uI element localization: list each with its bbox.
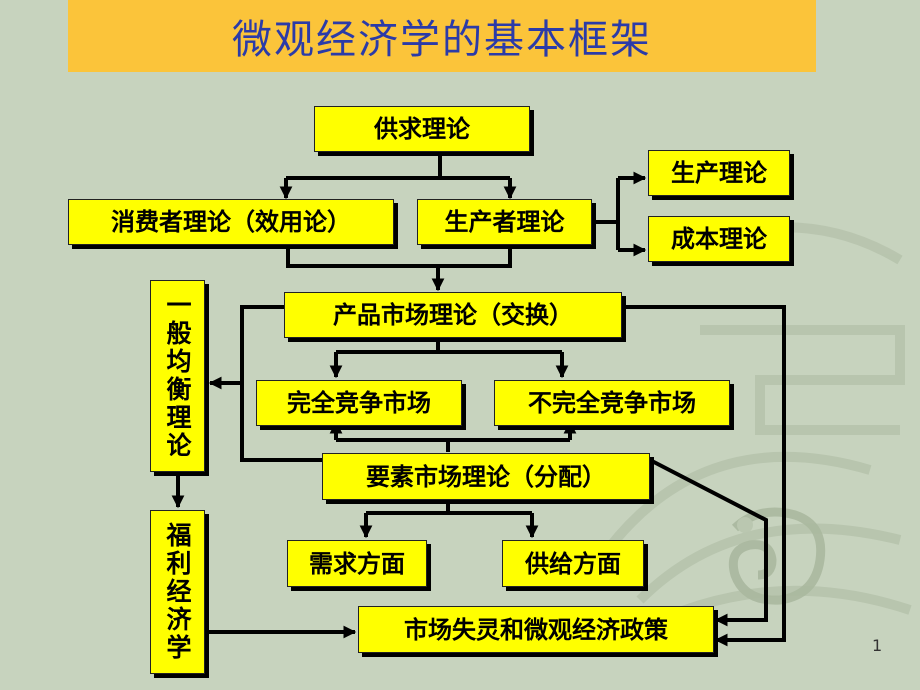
page-title: 微观经济学的基本框架 [68, 0, 816, 72]
node-demand-side: 需求方面 [287, 540, 427, 587]
node-supply-side: 供给方面 [502, 540, 644, 587]
connector-product-split [336, 340, 562, 354]
node-producer-theory: 生产者理论 [417, 199, 592, 245]
connector-right-inner [649, 458, 768, 627]
node-factor-market-theory: 要素市场理论（分配） [322, 453, 650, 500]
node-imperfect-competition: 不完全竞争市场 [494, 380, 730, 426]
connector-factor-up [336, 438, 570, 452]
connector-producer-split [592, 178, 620, 250]
dragon-ornament-icon [728, 507, 826, 605]
connector-supply-demand [286, 152, 510, 180]
node-production-theory: 生产理论 [648, 150, 790, 196]
node-general-equilibrium-theory: 一般均衡理论 [150, 280, 205, 472]
node-market-failure-policy: 市场失灵和微观经济政策 [358, 606, 714, 653]
connector-factor-split [366, 500, 532, 515]
connector-right-outer [622, 305, 786, 647]
node-product-market-theory: 产品市场理论（交换） [284, 292, 622, 338]
node-cost-theory: 成本理论 [648, 216, 790, 262]
node-perfect-competition: 完全竞争市场 [256, 380, 462, 426]
node-welfare-economics: 福利经济学 [150, 510, 205, 674]
node-supply-demand-theory: 供求理论 [314, 106, 530, 152]
node-consumer-theory: 消费者理论（效用论） [68, 199, 394, 245]
page-number: 1 [872, 636, 883, 655]
connector-merge [286, 245, 512, 268]
